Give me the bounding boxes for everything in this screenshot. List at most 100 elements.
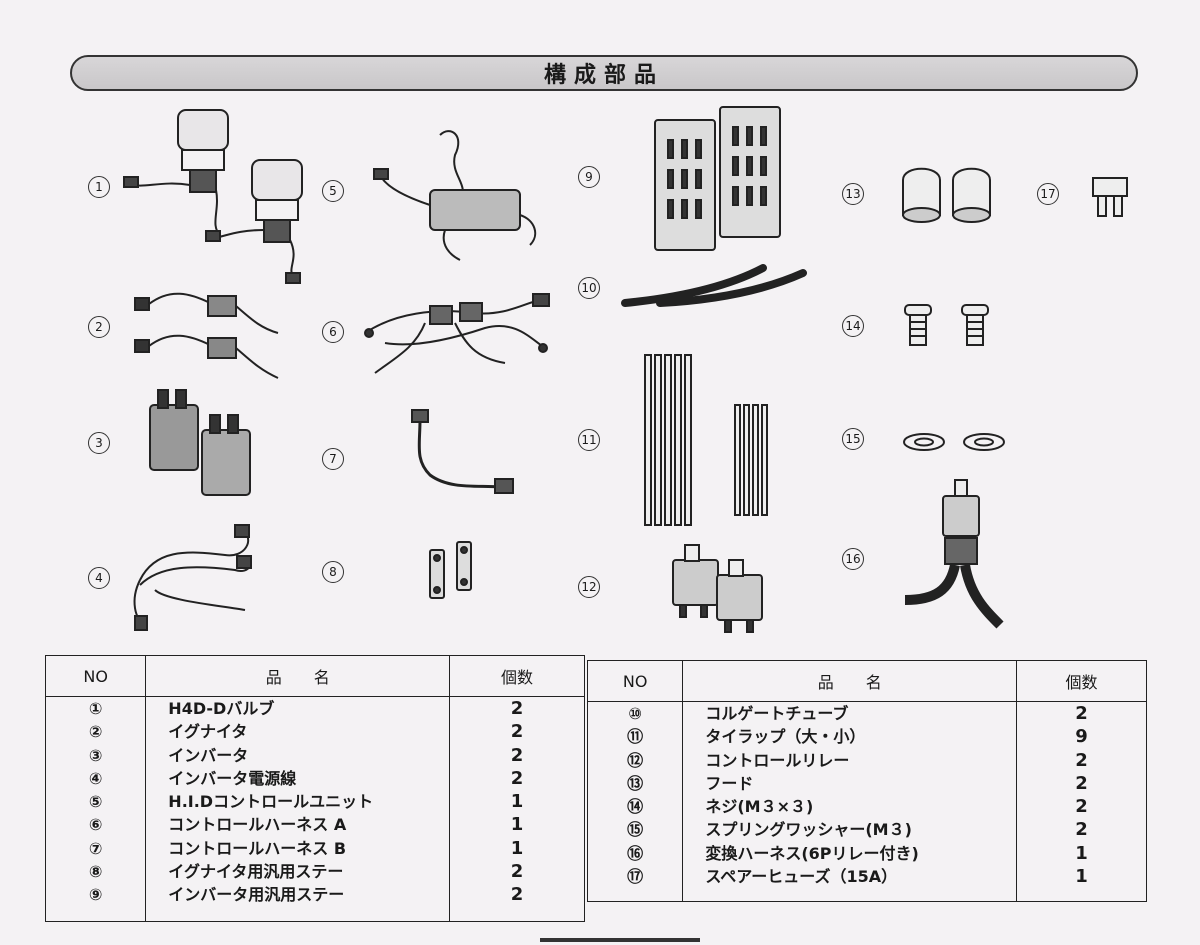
row-name: インバータ <box>168 745 249 765</box>
row-qty: 1 <box>510 814 524 836</box>
row-no: ⑩ <box>628 704 642 723</box>
row-name: イグナイタ用汎用ステー <box>168 862 344 882</box>
row-no: ⑨ <box>88 885 103 905</box>
part-number: 5 <box>322 180 344 202</box>
parts-table-right: NO 品 名 個数 ⑩ ⑪ ⑫ ⑬ ⑭ ⑮ ⑯ ⑰ コルゲートチューブ <box>586 660 1147 902</box>
inverter-stay-icon <box>654 106 781 251</box>
control-harness-a-icon <box>364 293 550 374</box>
part-number: 12 <box>578 576 600 598</box>
corrugated-tube-icon <box>621 264 807 307</box>
row-no: ③ <box>88 745 103 765</box>
part-number: 10 <box>578 277 600 299</box>
header-name: 品 名 <box>682 660 1018 702</box>
part-number: 2 <box>88 316 110 338</box>
part-number: 11 <box>578 429 600 451</box>
row-no: ⑪ <box>627 727 644 747</box>
control-relay-icon <box>672 544 763 633</box>
header-name: 品 名 <box>145 655 451 697</box>
row-name: H4D-Dバルブ <box>168 699 275 718</box>
row-name: スプリングワッシャー(M３) <box>705 820 912 840</box>
row-no: ⑮ <box>627 820 644 840</box>
row-qty: 1 <box>510 837 524 859</box>
igniter-icon <box>134 292 279 379</box>
part-number: 16 <box>842 548 864 570</box>
hid-control-unit-icon <box>373 130 537 261</box>
name-column: コルゲートチューブ タイラップ（大・小） コントロールリレー フード ネジ(M３… <box>682 701 1018 902</box>
part-number: 13 <box>842 183 864 205</box>
row-qty: 1 <box>1075 866 1088 888</box>
row-no: ⑰ <box>627 867 644 887</box>
header-no: NO <box>44 655 147 697</box>
cable-tie-icon <box>644 354 768 526</box>
parts-table-left: NO 品 名 個数 ① ② ③ ④ ⑤ ⑥ ⑦ ⑧ ⑨ H4D- <box>44 655 585 922</box>
header-qty: 個数 <box>1016 660 1147 702</box>
no-column: ① ② ③ ④ ⑤ ⑥ ⑦ ⑧ ⑨ <box>44 696 147 922</box>
row-qty: 2 <box>510 698 524 719</box>
row-qty: 2 <box>510 721 524 743</box>
row-no: ⑭ <box>627 797 644 817</box>
row-name: フード <box>705 773 754 793</box>
row-name: コントロールハーネス A <box>168 815 347 835</box>
spare-fuse-icon <box>1092 177 1128 217</box>
hid-bulb-icon <box>123 109 303 284</box>
row-name: タイラップ（大・小） <box>705 727 866 747</box>
bottom-rule <box>540 938 700 942</box>
section-title-bar: 構成部品 <box>70 55 1138 91</box>
part-number: 4 <box>88 567 110 589</box>
part-number: 9 <box>578 166 600 188</box>
row-no: ② <box>88 722 103 742</box>
row-qty: 1 <box>1075 842 1088 864</box>
row-qty: 2 <box>1075 703 1088 724</box>
row-name: インバータ電源線 <box>168 768 297 788</box>
row-name: コルゲートチューブ <box>705 704 849 723</box>
row-no: ① <box>88 699 103 718</box>
part-number: 6 <box>322 321 344 343</box>
row-name: コントロールハーネス B <box>168 838 347 858</box>
spring-washer-icon <box>903 433 1005 451</box>
part-number: 1 <box>88 176 110 198</box>
row-name: 変換ハーネス(6Pリレー付き) <box>705 843 919 863</box>
row-no: ⑯ <box>627 843 644 863</box>
part-number: 8 <box>322 561 344 583</box>
row-no: ⑥ <box>88 815 103 835</box>
part-number: 3 <box>88 432 110 454</box>
row-qty: 2 <box>1075 749 1088 771</box>
row-qty: 1 <box>510 791 524 813</box>
header-no: NO <box>586 660 684 702</box>
conversion-harness-icon <box>904 479 1004 629</box>
row-no: ④ <box>88 768 103 788</box>
name-column: H4D-Dバルブ イグナイタ インバータ インバータ電源線 H.I.Dコントロー… <box>145 696 451 922</box>
hood-icon <box>902 167 991 223</box>
qty-column: 2 2 2 2 1 1 1 2 2 <box>449 696 585 922</box>
part-number: 7 <box>322 448 344 470</box>
section-title: 構成部品 <box>543 63 664 88</box>
qty-column: 2 9 2 2 2 2 1 1 <box>1016 701 1147 902</box>
row-qty: 2 <box>510 884 524 906</box>
table-body-row: ① ② ③ ④ ⑤ ⑥ ⑦ ⑧ ⑨ H4D-Dバルブ イグナイタ インバータ イ… <box>44 696 585 922</box>
row-qty: 2 <box>1075 796 1088 818</box>
part-number: 14 <box>842 315 864 337</box>
screw-icon <box>904 304 989 346</box>
inverter-power-cable-icon <box>133 524 252 631</box>
row-name: H.I.Dコントロールユニット <box>168 792 374 812</box>
row-qty: 9 <box>1075 726 1088 748</box>
row-qty: 2 <box>1075 772 1088 794</box>
no-column: ⑩ ⑪ ⑫ ⑬ ⑭ ⑮ ⑯ ⑰ <box>586 701 684 902</box>
row-qty: 2 <box>510 767 524 789</box>
igniter-stay-icon <box>429 541 472 599</box>
inverter-icon <box>149 389 251 496</box>
row-no: ⑤ <box>88 792 103 812</box>
row-name: スペアーヒューズ（15A） <box>705 867 898 887</box>
row-no: ⑦ <box>88 838 103 858</box>
table-body-row: ⑩ ⑪ ⑫ ⑬ ⑭ ⑮ ⑯ ⑰ コルゲートチューブ タイラップ（大・小） コント… <box>586 701 1147 902</box>
control-harness-b-icon <box>411 409 514 494</box>
header-qty: 個数 <box>449 655 585 697</box>
row-no: ⑧ <box>88 862 103 882</box>
part-number: 15 <box>842 428 864 450</box>
row-qty: 2 <box>1075 819 1088 841</box>
row-name: コントロールリレー <box>705 750 850 770</box>
row-qty: 2 <box>510 861 524 883</box>
part-number: 17 <box>1037 183 1059 205</box>
row-no: ⑫ <box>627 750 644 770</box>
